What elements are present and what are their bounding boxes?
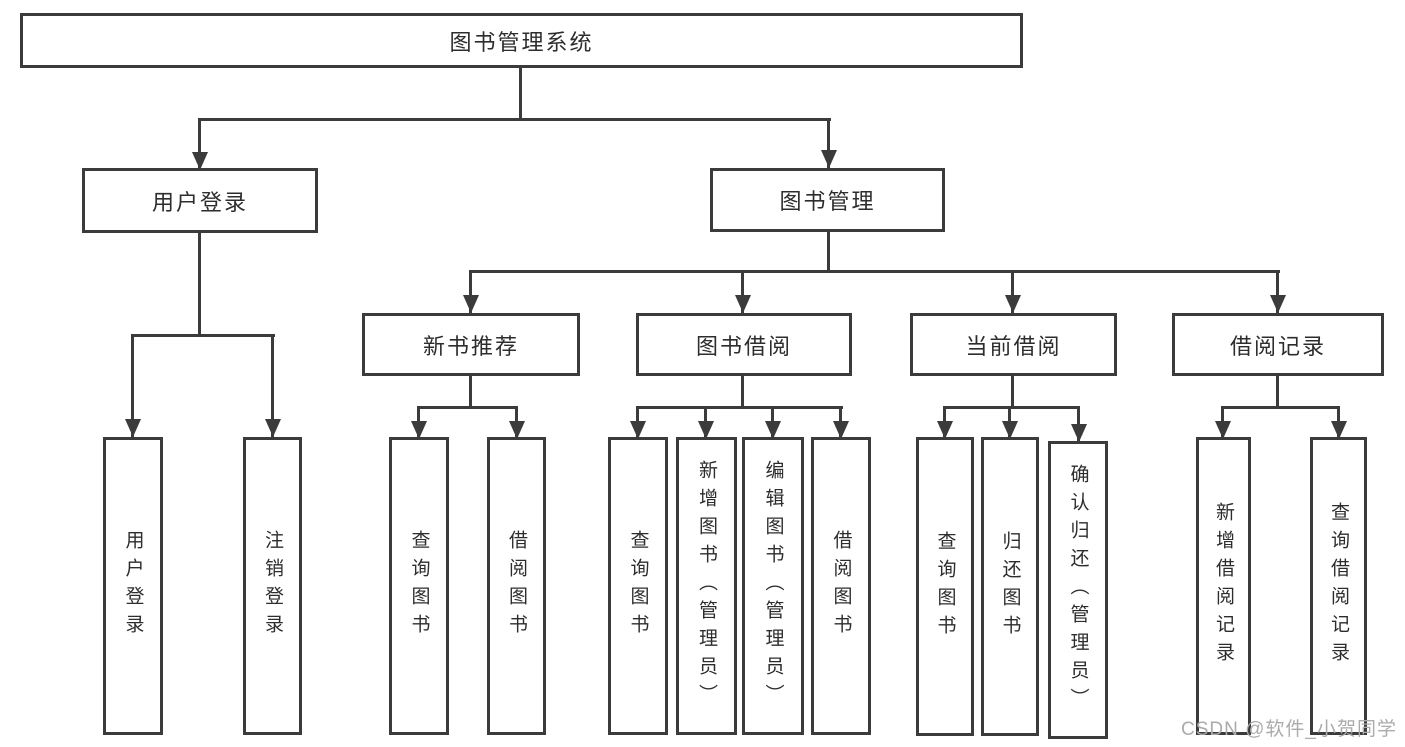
leaf-logout: 注销登录 — [243, 437, 302, 735]
leaf-user-login: 用户登录 — [103, 437, 163, 735]
node-user-login-label: 用户登录 — [151, 189, 248, 215]
connector-line — [271, 334, 274, 437]
leaf-borrow-books-label: 借阅图书 — [830, 530, 852, 642]
node-root: 图书管理系统 — [20, 13, 1023, 68]
arrow-down-icon — [630, 421, 646, 439]
node-book-management-label: 图书管理 — [779, 189, 876, 214]
leaf-borrow-books: 借阅图书 — [811, 437, 871, 735]
node-new-book-recommend-label: 新书推荐 — [422, 333, 519, 359]
connector-line — [1221, 406, 1340, 409]
node-book-management: 图书管理 — [710, 168, 945, 232]
node-root-label: 图书管理系统 — [449, 29, 594, 55]
leaf-query-books-recommend: 查询图书 — [389, 437, 449, 735]
connector-line — [469, 270, 1280, 273]
leaf-query-borrow-record: 查询借阅记录 — [1310, 437, 1367, 735]
leaf-add-borrow-record-label: 新增借阅记录 — [1213, 502, 1234, 670]
arrow-down-icon — [509, 421, 525, 439]
arrow-down-icon — [1005, 295, 1021, 313]
arrow-down-icon — [265, 419, 281, 437]
connector-line — [741, 270, 744, 313]
leaf-query-books-current-label: 查询图书 — [934, 530, 956, 643]
leaf-edit-books-admin: 编辑图书（管理员） — [742, 437, 804, 735]
leaf-confirm-return-admin: 确认归还（管理员） — [1048, 441, 1108, 739]
arrow-down-icon — [821, 150, 837, 168]
arrow-down-icon — [735, 295, 751, 313]
arrow-down-icon — [463, 295, 479, 313]
leaf-query-books-borrowing-label: 查询图书 — [627, 530, 649, 642]
connector-line — [827, 118, 830, 168]
connector-line — [827, 232, 830, 273]
leaf-add-books-admin-label: 新增图书（管理员） — [696, 460, 717, 712]
leaf-edit-books-admin-label: 编辑图书（管理员） — [762, 460, 784, 712]
node-user-login: 用户登录 — [82, 168, 318, 233]
connector-line — [469, 376, 472, 409]
arrow-down-icon — [1270, 295, 1286, 313]
connector-line — [131, 334, 134, 437]
node-new-book-recommend: 新书推荐 — [362, 313, 580, 376]
leaf-add-books-admin: 新增图书（管理员） — [676, 437, 737, 735]
arrow-down-icon — [765, 421, 781, 439]
node-current-borrowing: 当前借阅 — [910, 313, 1117, 376]
arrow-down-icon — [411, 421, 427, 439]
arrow-down-icon — [698, 421, 714, 439]
leaf-query-books-borrowing: 查询图书 — [608, 437, 668, 735]
arrow-down-icon — [1215, 421, 1231, 439]
watermark: CSDN @软件_小贺同学 — [1181, 719, 1397, 740]
arrow-down-icon — [1002, 421, 1018, 439]
arrow-down-icon — [1331, 421, 1347, 439]
leaf-query-books-recommend-label: 查询图书 — [408, 530, 430, 642]
connector-line — [198, 233, 201, 337]
connector-line — [1011, 270, 1014, 313]
connector-line — [417, 406, 518, 409]
node-book-borrowing: 图书借阅 — [636, 313, 852, 376]
arrow-down-icon — [833, 421, 849, 439]
connector-line — [1276, 270, 1279, 313]
leaf-return-books-label: 归还图书 — [999, 530, 1021, 643]
arrow-down-icon — [1071, 424, 1087, 442]
connector-line — [519, 67, 522, 120]
leaf-query-books-current: 查询图书 — [916, 437, 974, 736]
leaf-add-borrow-record: 新增借阅记录 — [1196, 437, 1251, 735]
arrow-down-icon — [192, 152, 208, 170]
leaf-query-borrow-record-label: 查询借阅记录 — [1328, 502, 1349, 670]
connector-line — [636, 406, 843, 409]
leaf-confirm-return-admin-label: 确认归还（管理员） — [1067, 464, 1089, 716]
leaf-return-books: 归还图书 — [981, 437, 1039, 736]
connector-line — [1276, 376, 1279, 409]
connector-line — [1011, 376, 1014, 409]
connector-line — [943, 406, 1080, 409]
leaf-borrow-books-recommend: 借阅图书 — [487, 437, 546, 735]
arrow-down-icon — [937, 421, 953, 439]
connector-line — [131, 334, 275, 337]
connector-line — [469, 270, 472, 313]
leaf-user-login-label: 用户登录 — [122, 530, 144, 642]
arrow-down-icon — [125, 419, 141, 437]
connector-line — [1077, 406, 1080, 441]
connector-line — [198, 118, 201, 170]
node-borrowing-records-label: 借阅记录 — [1229, 333, 1326, 359]
connector-line — [741, 376, 744, 409]
leaf-borrow-books-recommend-label: 借阅图书 — [506, 530, 527, 642]
node-current-borrowing-label: 当前借阅 — [965, 333, 1062, 359]
node-book-borrowing-label: 图书借阅 — [695, 333, 792, 359]
leaf-logout-label: 注销登录 — [262, 530, 283, 642]
connector-line — [198, 118, 831, 121]
node-borrowing-records: 借阅记录 — [1172, 313, 1384, 376]
